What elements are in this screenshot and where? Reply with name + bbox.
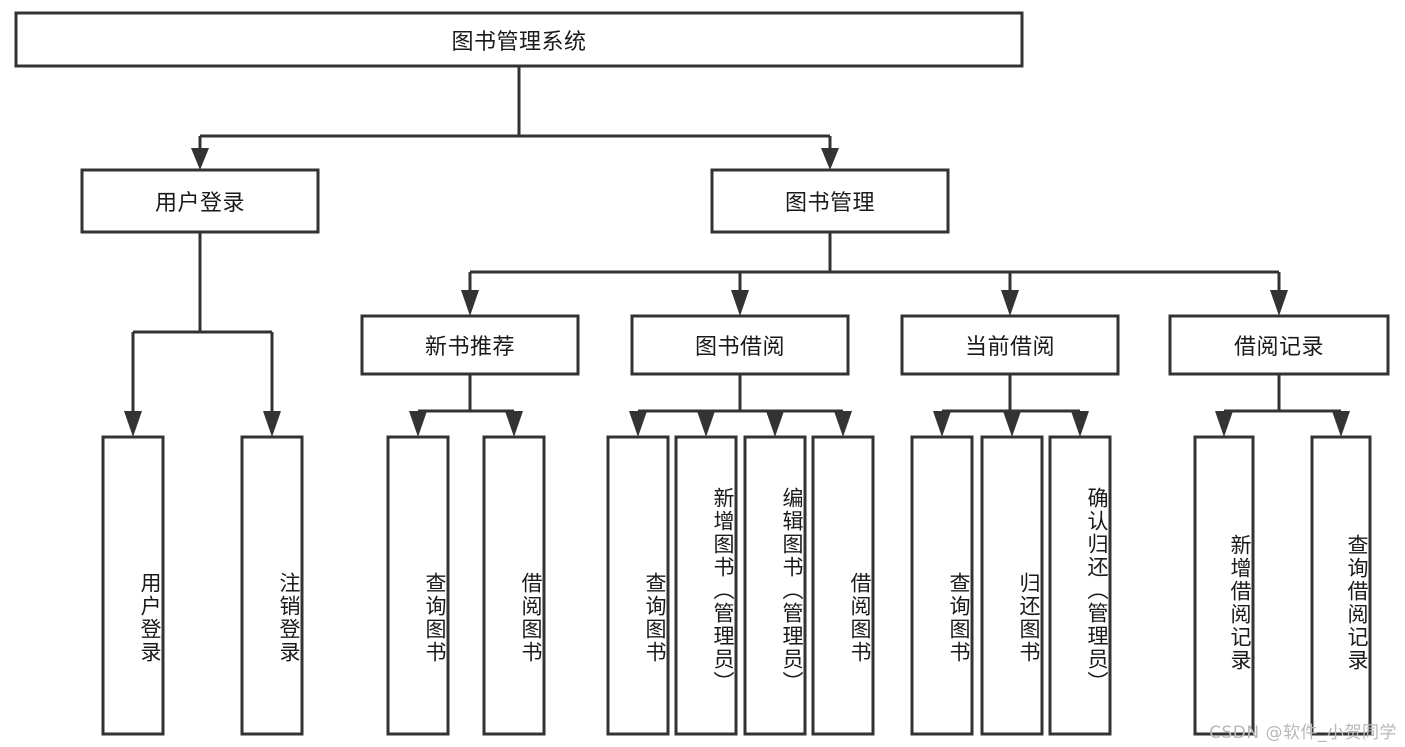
node-box-leaf-logout[interactable] xyxy=(240,435,304,736)
arrowhead-to-leaf-query-book-3 xyxy=(933,411,951,437)
node-box-leaf-confirm-return[interactable] xyxy=(1048,435,1112,736)
node-box-leaf-edit-book[interactable] xyxy=(743,435,807,736)
arrowhead-to-book-management xyxy=(821,148,839,170)
node-box-leaf-borrow-book-2[interactable] xyxy=(811,435,875,736)
arrowhead-to-borrow-record xyxy=(1270,290,1288,316)
arrowhead-to-leaf-user-login xyxy=(124,411,142,437)
node-box-leaf-query-book-1[interactable] xyxy=(386,435,450,736)
connector-arrowheads xyxy=(124,148,1350,437)
arrowhead-to-new-book-recommend xyxy=(461,290,479,316)
node-box-leaf-query-book-2[interactable] xyxy=(606,435,670,736)
arrowhead-to-leaf-borrow-book-1 xyxy=(505,411,523,437)
arrowhead-to-leaf-logout xyxy=(263,411,281,437)
node-box-user-login[interactable] xyxy=(80,168,320,234)
node-box-leaf-return-book[interactable] xyxy=(980,435,1044,736)
node-box-leaf-query-book-3[interactable] xyxy=(910,435,974,736)
node-box-new-book-recommend[interactable] xyxy=(360,314,580,376)
node-box-book-borrow[interactable] xyxy=(630,314,850,376)
node-box-leaf-add-borrow-record[interactable] xyxy=(1193,435,1255,736)
arrowhead-to-leaf-query-borrow-record xyxy=(1332,411,1350,437)
arrowhead-to-leaf-return-book xyxy=(1003,411,1021,437)
arrowhead-to-leaf-borrow-book-2 xyxy=(834,411,852,437)
node-boxes xyxy=(14,11,1390,736)
node-box-current-borrow[interactable] xyxy=(900,314,1120,376)
node-box-borrow-record[interactable] xyxy=(1168,314,1390,376)
node-box-root[interactable] xyxy=(14,11,1024,68)
arrowhead-to-current-borrow xyxy=(1001,290,1019,316)
arrowhead-to-leaf-add-book xyxy=(697,411,715,437)
node-box-leaf-user-login[interactable] xyxy=(101,435,165,736)
arrowhead-to-leaf-query-book-1 xyxy=(409,411,427,437)
arrowhead-to-book-borrow xyxy=(731,290,749,316)
node-box-leaf-add-book[interactable] xyxy=(674,435,738,736)
arrowhead-to-leaf-confirm-return xyxy=(1071,411,1089,437)
node-box-book-management[interactable] xyxy=(710,168,950,234)
arrowhead-to-leaf-edit-book xyxy=(766,411,784,437)
node-box-leaf-query-borrow-record[interactable] xyxy=(1310,435,1372,736)
arrowhead-to-user-login xyxy=(191,148,209,170)
arrowhead-to-leaf-add-borrow-record xyxy=(1215,411,1233,437)
arrowhead-to-leaf-query-book-2 xyxy=(629,411,647,437)
node-box-leaf-borrow-book-1[interactable] xyxy=(482,435,546,736)
